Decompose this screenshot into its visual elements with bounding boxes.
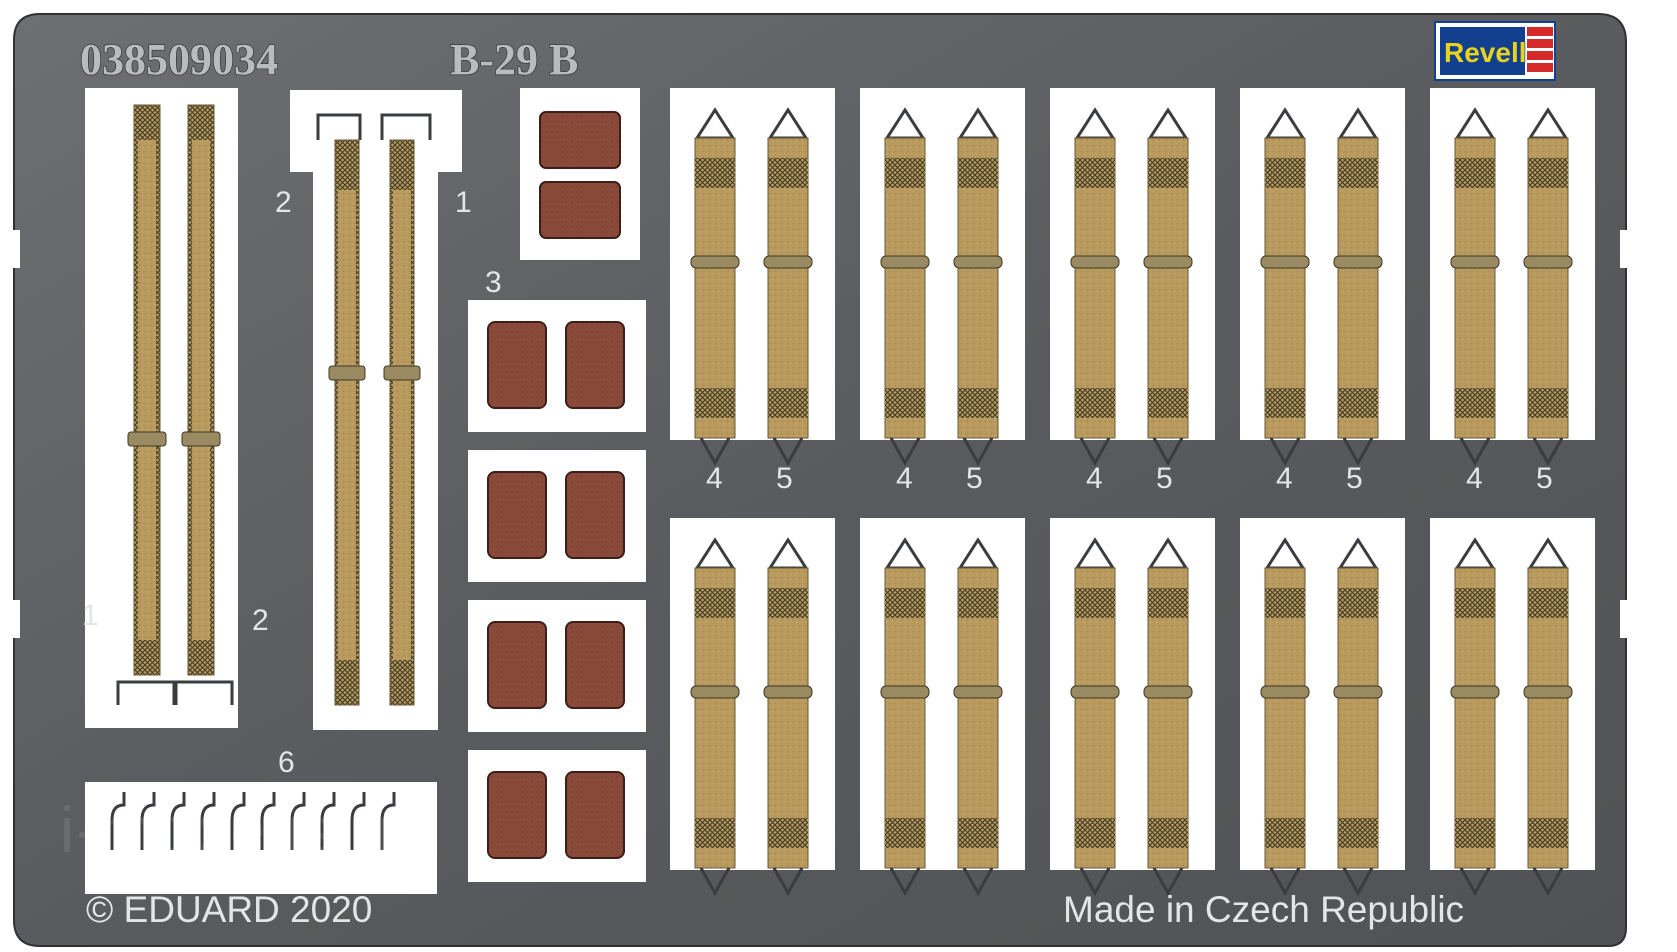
lap-belt-frame-left (85, 88, 238, 728)
part-number: 3 (485, 266, 502, 299)
buckle-hook (140, 792, 156, 850)
sheet-notch (10, 230, 20, 268)
brand-name: Revell (1444, 37, 1527, 68)
part-number: 6 (278, 746, 295, 779)
pad-frame-top (520, 88, 640, 260)
lap-belt-frame-center (290, 90, 462, 730)
buckle-hook (200, 792, 216, 850)
fret-model: B-29 B (450, 35, 578, 84)
harness-block (860, 88, 1025, 467)
part-number: 5 (776, 462, 793, 495)
buckle-hook (260, 792, 276, 850)
part-number: 4 (896, 462, 913, 495)
sheet-notch (10, 600, 20, 638)
part-number: 1 (455, 186, 472, 219)
harness-numbers: 4 5 4 5 4 5 4 5 4 5 (706, 462, 1553, 495)
buckle-hook (380, 792, 396, 850)
part-number: 5 (1156, 462, 1173, 495)
harness-block (1240, 518, 1405, 897)
pad-pair (468, 300, 646, 432)
part-number: 5 (1536, 462, 1553, 495)
part-number: 4 (1086, 462, 1103, 495)
harness-block (1050, 518, 1215, 897)
part-number: 4 (1466, 462, 1483, 495)
sheet-notch (1620, 230, 1630, 268)
part-number: 4 (1276, 462, 1293, 495)
harness-block (1240, 88, 1405, 467)
pad-pair (468, 750, 646, 882)
pad-frames (468, 300, 646, 882)
origin-text: Made in Czech Republic (1063, 889, 1464, 930)
harness-block (670, 518, 835, 897)
buckle-frame (85, 782, 437, 894)
revell-logo: Revell (1434, 21, 1556, 81)
buckle-hook (350, 792, 366, 850)
fret-code: 038509034 (80, 35, 278, 84)
buckle-hook (230, 792, 246, 850)
buckle-hook (320, 792, 336, 850)
part-number: 1 (82, 599, 99, 632)
harness-block (1050, 88, 1215, 467)
pad-pair (468, 450, 646, 582)
pad-pair (468, 600, 646, 732)
buckle-hook (110, 792, 126, 850)
buckle-hook (170, 792, 186, 850)
harness-block (860, 518, 1025, 897)
harness-blocks (670, 88, 1595, 897)
part-number: 5 (1346, 462, 1363, 495)
sheet-notch (1620, 600, 1630, 638)
harness-block (1430, 518, 1595, 897)
harness-block (1430, 88, 1595, 467)
copyright-text: © EDUARD 2020 (86, 889, 372, 930)
part-number: 5 (966, 462, 983, 495)
watermark: i-modelist.ru (60, 794, 435, 866)
part-number: 4 (706, 462, 723, 495)
part-number: 2 (252, 604, 269, 637)
harness-block (670, 88, 835, 467)
buckle-hook (290, 792, 306, 850)
part-number: 2 (275, 186, 292, 219)
